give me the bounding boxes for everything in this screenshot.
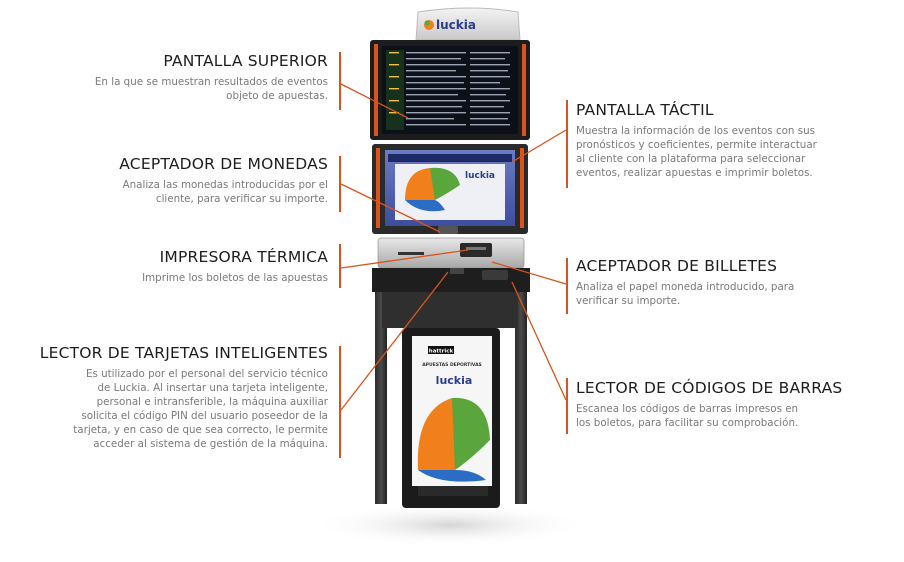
label-impresora-termica: IMPRESORA TÉRMICA Imprime los boletos de… (0, 248, 328, 285)
title-impresora-termica: IMPRESORA TÉRMICA (159, 248, 328, 266)
title-lector-tarjetas: LECTOR DE TARJETAS INTELIGENTES (39, 344, 328, 362)
desc-impresora-termica: Imprime los boletos de las apuestas (142, 272, 328, 284)
card-reader-icon (450, 268, 464, 274)
desc-aceptador-monedas: Analiza las monedas introducidas por el … (122, 179, 328, 205)
desc-pantalla-tactil: Muestra la información de los eventos co… (576, 125, 817, 179)
divider-pantalla-superior (339, 52, 341, 110)
cabinet-subtitle: APUESTAS DEPORTIVAS (422, 362, 482, 368)
desc-aceptador-billetes: Analiza el papel moneda introducido, par… (576, 281, 795, 307)
touch-screen-logo-icon (405, 167, 460, 212)
divider-aceptador-billetes (566, 258, 568, 314)
label-lector-codigos: LECTOR DE CÓDIGOS DE BARRAS Escanea los … (576, 379, 866, 430)
touch-screen-logo-text: luckia (465, 171, 495, 181)
divider-impresora-termica (339, 244, 341, 288)
title-aceptador-monedas: ACEPTADOR DE MONEDAS (119, 155, 328, 173)
title-pantalla-superior: PANTALLA SUPERIOR (163, 52, 328, 70)
label-pantalla-tactil: PANTALLA TÁCTIL Muestra la información d… (576, 101, 866, 180)
coin-acceptor-icon (438, 226, 458, 234)
printer-slot-icon (398, 252, 424, 255)
cabinet-logo-icon (417, 397, 490, 482)
barcode-reader-icon (482, 270, 508, 280)
results-table-icon (386, 50, 510, 130)
desc-pantalla-superior: En la que se muestran resultados de even… (94, 76, 328, 102)
label-aceptador-billetes: ACEPTADOR DE BILLETES Analiza el papel m… (576, 257, 866, 308)
divider-lector-tarjetas (339, 346, 341, 458)
title-pantalla-tactil: PANTALLA TÁCTIL (576, 101, 714, 119)
cabinet-logo: luckia (436, 374, 473, 387)
label-lector-tarjetas: LECTOR DE TARJETAS INTELIGENTES Es utili… (0, 344, 328, 451)
title-aceptador-billetes: ACEPTADOR DE BILLETES (576, 257, 778, 275)
label-pantalla-superior: PANTALLA SUPERIOR En la que se muestran … (0, 52, 328, 103)
divider-pantalla-tactil (566, 100, 568, 188)
divider-lector-codigos (566, 378, 568, 434)
label-aceptador-monedas: ACEPTADOR DE MONEDAS Analiza las monedas… (0, 155, 328, 206)
divider-aceptador-monedas (339, 156, 341, 212)
cabinet-brand: hattrick (429, 349, 454, 355)
title-lector-codigos: LECTOR DE CÓDIGOS DE BARRAS (576, 379, 843, 397)
desc-lector-tarjetas: Es utilizado por el personal del servici… (73, 368, 328, 450)
desc-lector-codigos: Escanea los códigos de barras impresos e… (576, 403, 799, 429)
top-logo-text: luckia (436, 18, 476, 32)
